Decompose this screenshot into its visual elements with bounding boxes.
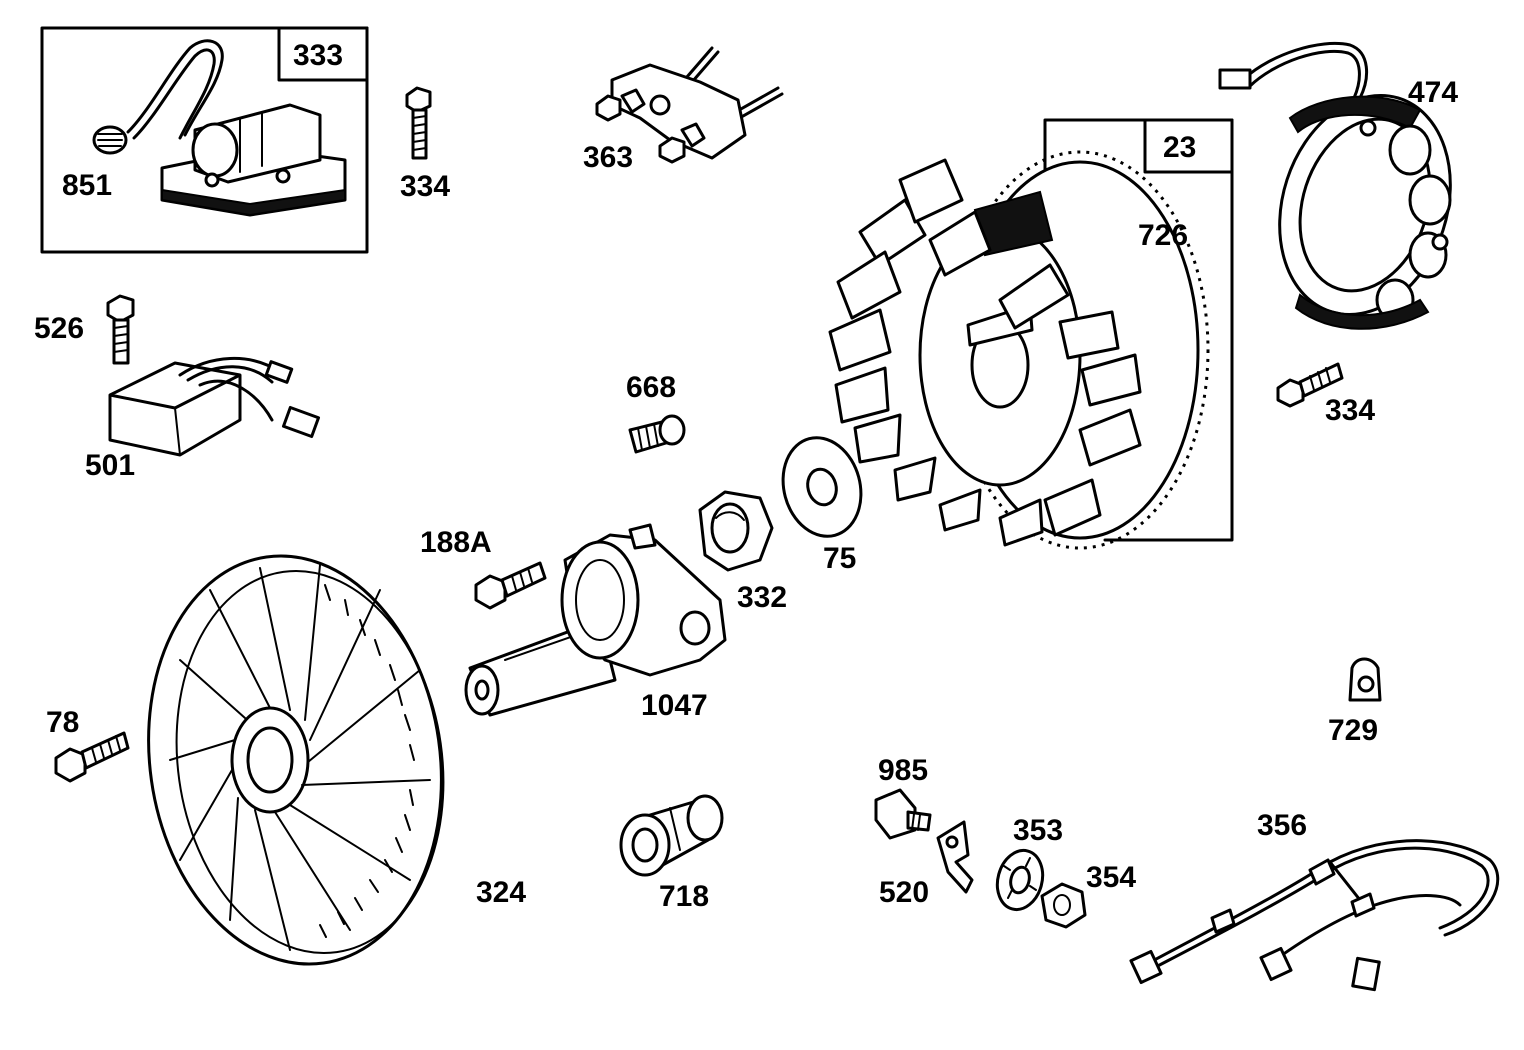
clip-729-drawing <box>1348 657 1382 702</box>
part-label-333: 333 <box>293 39 343 72</box>
part-label-718: 718 <box>659 880 709 913</box>
part-label-356: 356 <box>1257 809 1307 842</box>
bolt-78-drawing <box>54 731 130 783</box>
part-label-474: 474 <box>1408 76 1458 109</box>
washer-75-drawing <box>781 436 863 538</box>
crank-adapter-1047-drawing <box>464 523 727 717</box>
ignition-armature-drawing <box>92 39 347 217</box>
flywheel-drawing <box>828 150 1210 550</box>
part-label-985: 985 <box>878 754 928 787</box>
blower-housing-324-drawing <box>147 554 445 966</box>
rectifier-501-drawing <box>108 356 321 457</box>
part-label-23: 23 <box>1163 131 1196 164</box>
nut-354-drawing <box>1040 882 1087 929</box>
stud-985-drawing <box>874 788 932 840</box>
terminal-520-drawing <box>936 820 974 894</box>
alternator-stator-474-drawing <box>1218 41 1452 330</box>
screw-334-right-drawing <box>1276 362 1344 408</box>
part-label-332: 332 <box>737 581 787 614</box>
part-label-726: 726 <box>1138 219 1188 252</box>
bracket-363-drawing <box>595 46 784 164</box>
part-label-324: 324 <box>476 876 526 909</box>
screw-334-top-drawing <box>405 86 432 160</box>
screw-668-drawing <box>628 414 686 454</box>
part-label-501: 501 <box>85 449 135 482</box>
part-label-334-right: 334 <box>1325 394 1375 427</box>
part-label-1047: 1047 <box>641 689 708 722</box>
lock-washer-353-drawing <box>995 848 1045 912</box>
part-group-23-box <box>1043 118 1234 542</box>
bolt-188A-drawing <box>474 561 547 610</box>
part-label-354: 354 <box>1086 861 1136 894</box>
part-label-520: 520 <box>879 876 929 909</box>
part-label-526: 526 <box>34 312 84 345</box>
screw-526-drawing <box>106 294 135 365</box>
part-label-729: 729 <box>1328 714 1378 747</box>
part-group-333-box <box>40 26 369 254</box>
wire-harness-356-drawing <box>1129 839 1500 992</box>
nut-332-drawing <box>698 490 774 572</box>
part-label-668: 668 <box>626 371 676 404</box>
part-label-75: 75 <box>823 542 856 575</box>
part-label-78: 78 <box>46 706 79 739</box>
part-label-334-top: 334 <box>400 170 450 203</box>
spacer-718-drawing <box>619 794 724 877</box>
part-label-363: 363 <box>583 141 633 174</box>
part-label-188A: 188A <box>420 526 492 559</box>
part-label-851: 851 <box>62 169 112 202</box>
part-label-353: 353 <box>1013 814 1063 847</box>
